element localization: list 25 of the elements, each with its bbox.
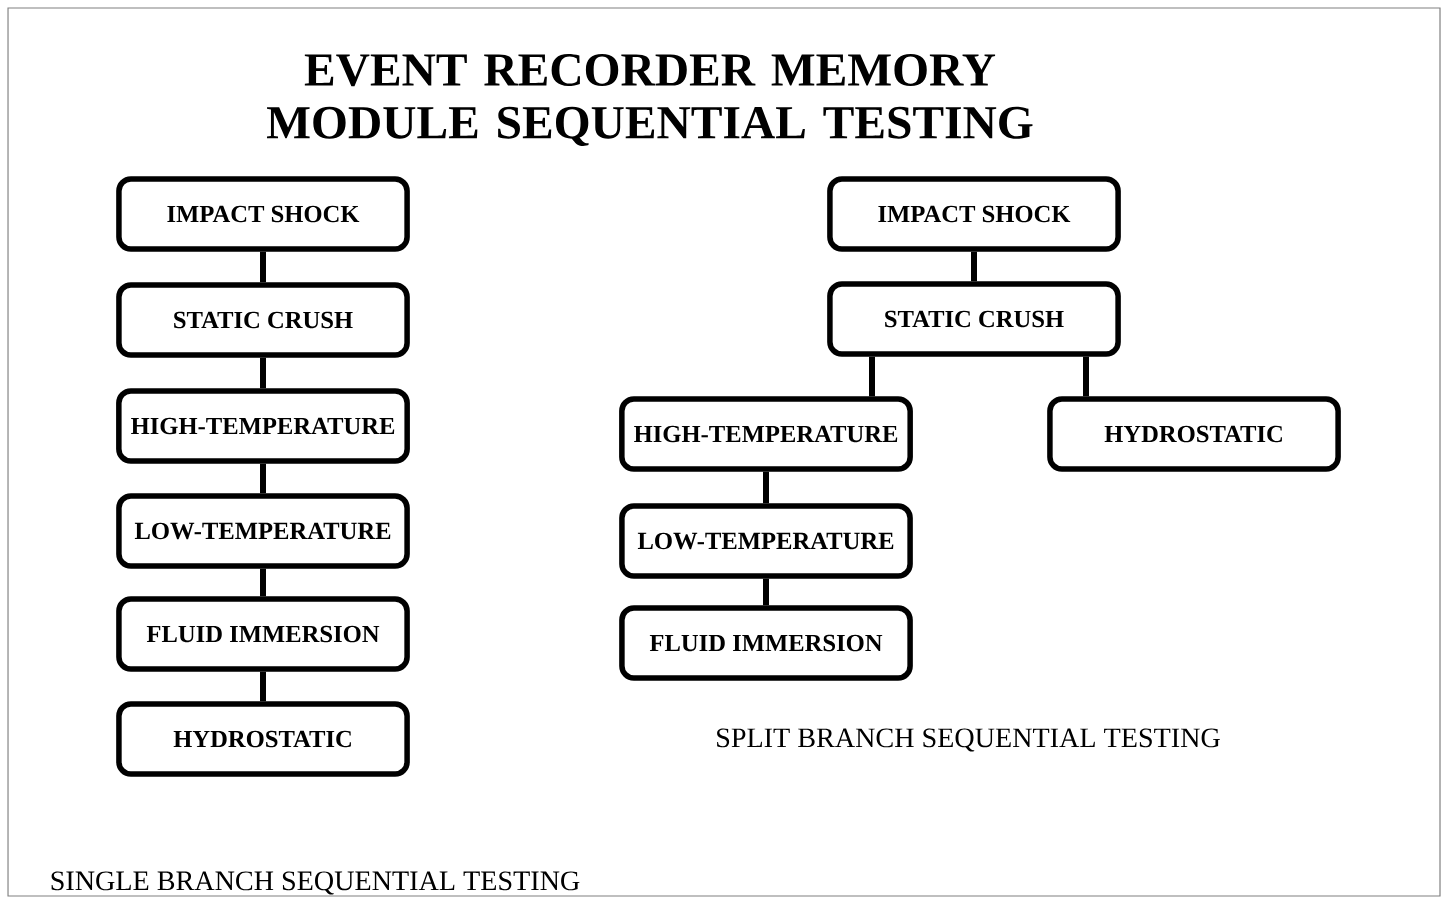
title: EVENT RECORDER MEMORY MODULE SEQUENTIAL TESTING [267,54,1033,146]
connector-line [260,671,266,702]
process-box: HIGH-TEMPERATURE [619,396,913,472]
process-box: FLUID IMMERSION [116,596,410,672]
process-box: FLUID IMMERSION [619,605,913,681]
connector-line [971,251,977,282]
process-box: STATIC CRUSH [116,282,410,358]
process-box: LOW-TEMPERATURE [116,493,410,569]
connector-line [260,251,266,283]
connector-line [763,471,769,504]
process-box: IMPACT SHOCK [827,176,1121,252]
connector-line [260,463,266,494]
process-box: HYDROSTATIC [116,701,410,777]
process-box: HYDROSTATIC [1047,396,1341,472]
connector-line [763,578,769,606]
caption: SINGLE BRANCH SEQUENTIAL TESTING [51,871,580,895]
process-box: HIGH-TEMPERATURE [116,388,410,464]
connector-line [1083,356,1089,397]
caption: SPLIT BRANCH SEQUENTIAL TESTING [717,728,1220,752]
connector-line [869,356,875,397]
process-box: LOW-TEMPERATURE [619,503,913,579]
process-box: IMPACT SHOCK [116,176,410,252]
connector-line [260,568,266,597]
connector-line [260,357,266,389]
process-box: STATIC CRUSH [827,281,1121,357]
